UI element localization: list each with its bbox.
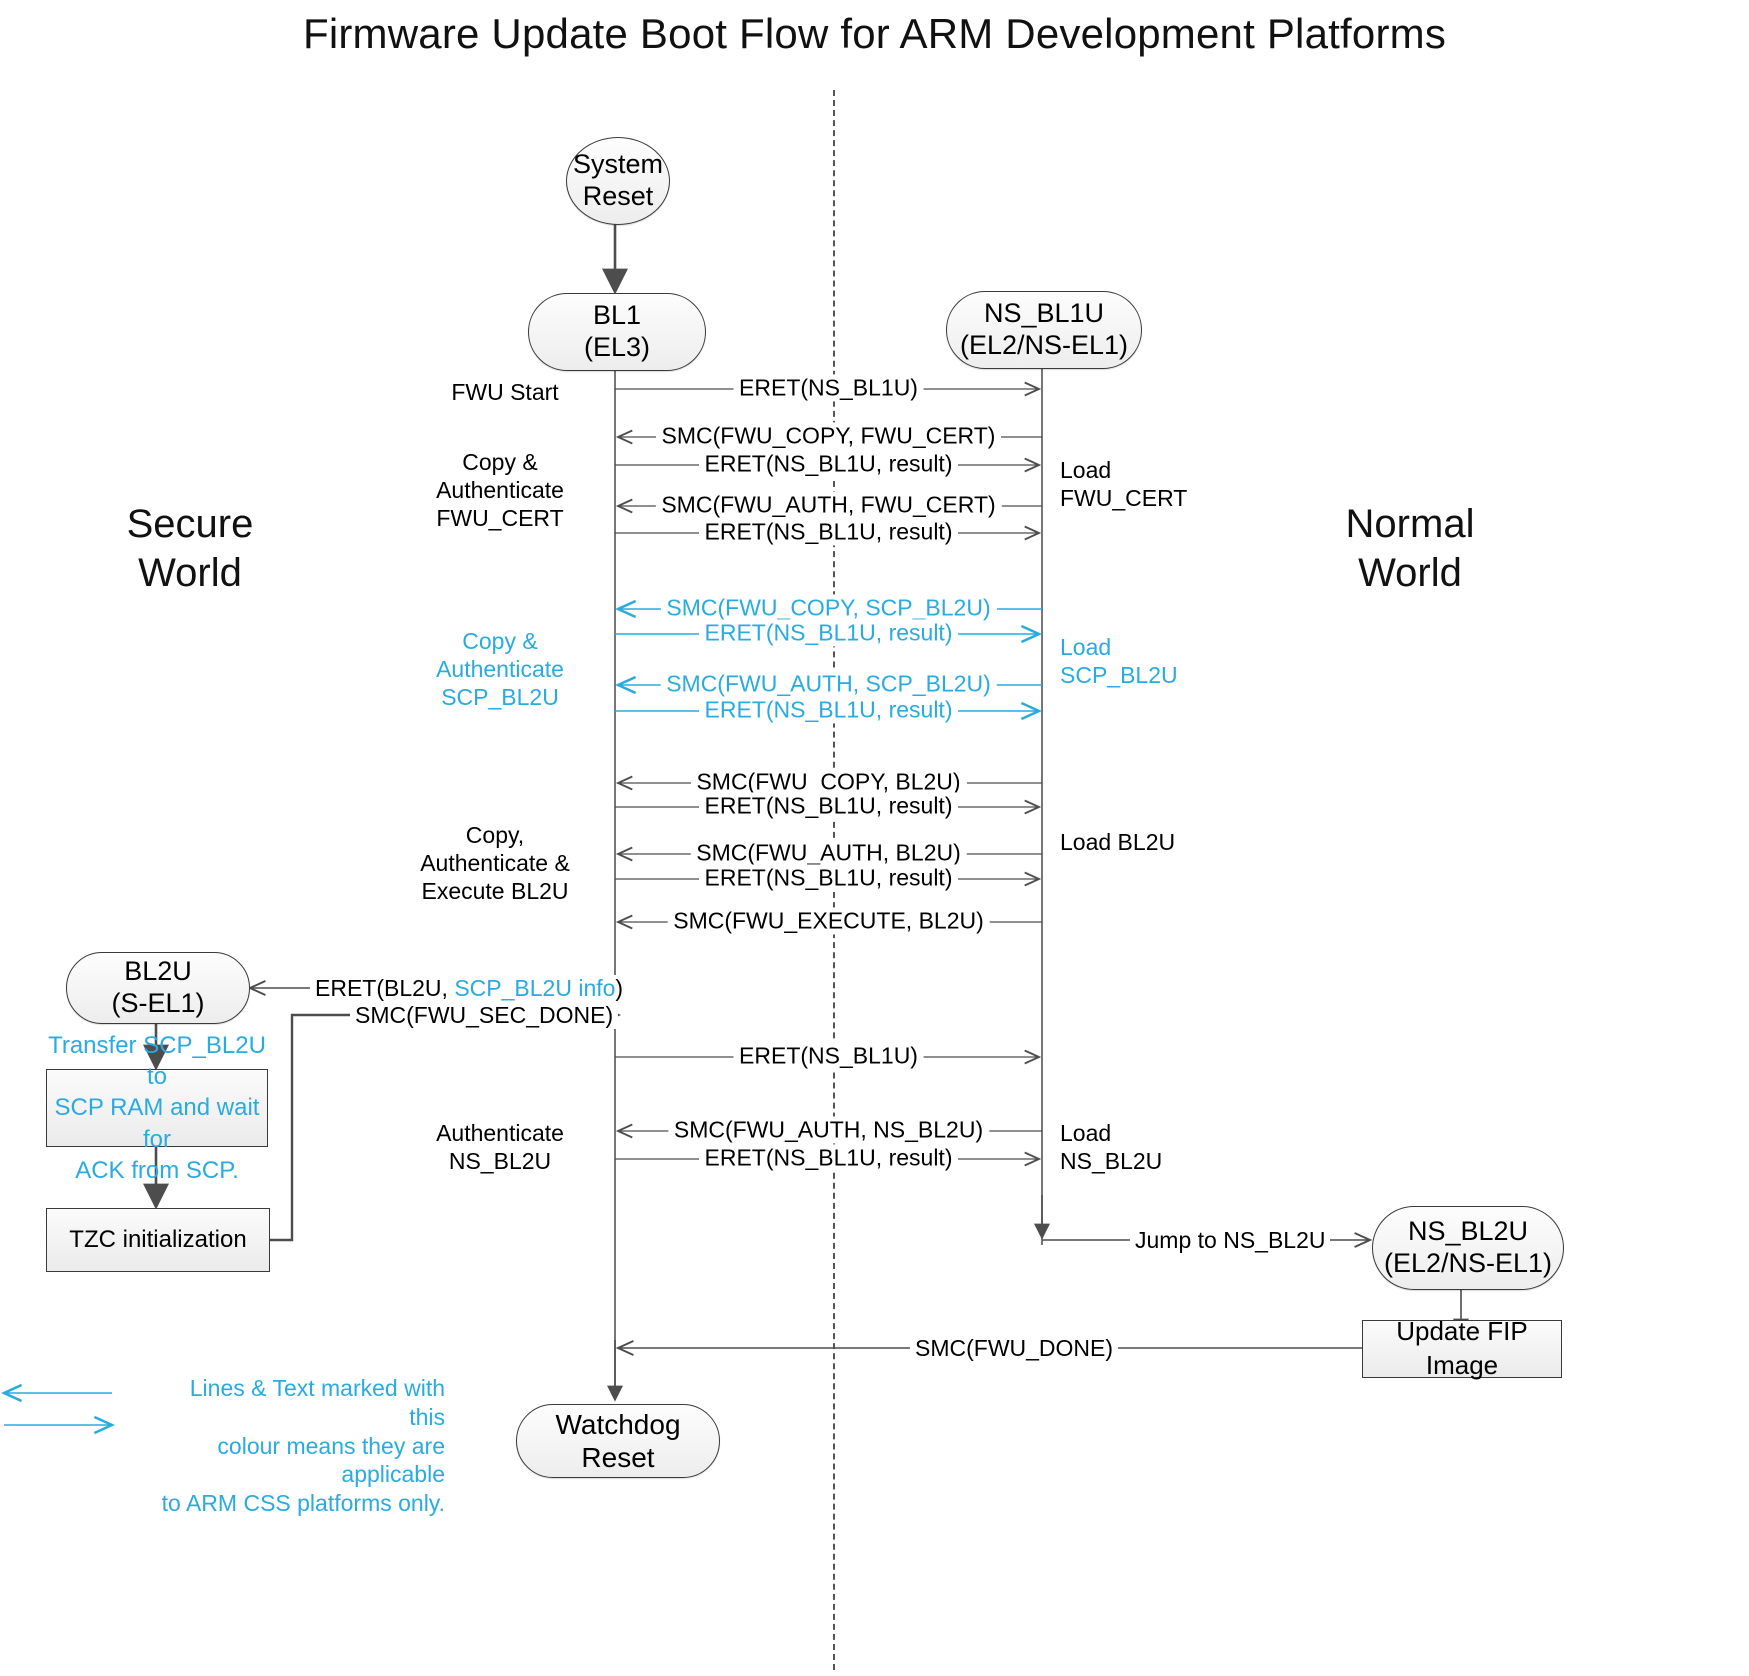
message-label-m9: ERET(NS_BL1U, result) [698, 696, 959, 724]
annotation-load-fwu-cert-l1: Load [1060, 457, 1112, 483]
secure-world-line1: Secure [126, 502, 254, 546]
message-label-m6: SMC(FWU_COPY, SCP_BL2U) [660, 594, 997, 622]
annotation-copy-auth-exec-l2: Authenticate & [420, 850, 570, 877]
legend-line1: Lines & Text marked with this [189, 1375, 445, 1430]
normal-world-line1: Normal [1345, 502, 1475, 546]
annotation-copy-auth-fwu-cert: Copy & Authenticate FWU_CERT [400, 448, 600, 532]
legend-note: Lines & Text marked with this colour mea… [150, 1374, 445, 1518]
label-eret-bl2u-suffix: ) [615, 975, 624, 1001]
annotation-copy-auth-scp-bl2u: Copy & Authenticate SCP_BL2U [400, 627, 600, 711]
node-bl1-line2: (EL3) [583, 332, 651, 362]
node-bl2u-line2: (S-EL1) [111, 988, 205, 1018]
node-ns-bl2u[interactable]: NS_BL2U (EL2/NS-EL1) [1372, 1206, 1564, 1290]
annotation-auth-nsbl2u-l2: NS_BL2U [448, 1148, 552, 1175]
message-label-m1: ERET(NS_BL1U) [733, 374, 924, 402]
node-bl2u-line1: BL2U [124, 956, 192, 987]
node-bl1-line1: BL1 [592, 300, 642, 331]
node-ns-bl2u-line2: (EL2/NS-EL1) [1383, 1248, 1553, 1278]
box-tzc-initialization[interactable]: TZC initialization [46, 1208, 270, 1272]
node-ns-bl1u-line2: (EL2/NS-EL1) [959, 330, 1129, 360]
message-label-m17: ERET(NS_BL1U, result) [698, 1144, 959, 1172]
node-ns-bl1u[interactable]: NS_BL1U (EL2/NS-EL1) [946, 291, 1142, 369]
annotation-copy-auth-cert-l3: FWU_CERT [436, 505, 564, 532]
label-smc-fwu-sec-done: SMC(FWU_SEC_DONE) [350, 1002, 619, 1029]
annotation-copy-auth-cert-l1: Copy & [462, 449, 538, 475]
node-system-reset-line2: Reset [582, 181, 654, 211]
message-label-m8: SMC(FWU_AUTH, SCP_BL2U) [660, 670, 997, 698]
message-label-m10: SMC(FWU_COPY, BL2U) [690, 768, 967, 796]
message-label-m16: SMC(FWU_AUTH, NS_BL2U) [667, 1116, 990, 1144]
legend-line3: to ARM CSS platforms only. [161, 1490, 445, 1516]
annotation-fwu-start-text: FWU Start [451, 379, 559, 405]
annotation-load-ns-bl2u: Load NS_BL2U [1060, 1119, 1250, 1175]
message-label-m4: SMC(FWU_AUTH, FWU_CERT) [655, 491, 1002, 519]
annotation-copy-auth-exec-l1: Copy, [465, 822, 525, 848]
annotation-copy-auth-scp-l1: Copy & [462, 628, 538, 654]
annotation-copy-auth-exec-bl2u: Copy, Authenticate & Execute BL2U [390, 821, 600, 905]
message-label-m13: ERET(NS_BL1U, result) [698, 864, 959, 892]
secure-world-line2: World [138, 550, 242, 595]
secure-world-label: Secure World [60, 500, 320, 598]
annotation-load-nsbl2u-l1: Load [1060, 1120, 1112, 1146]
message-label-m12: SMC(FWU_AUTH, BL2U) [690, 839, 967, 867]
annotation-load-fwu-cert-l2: FWU_CERT [1060, 485, 1188, 512]
node-bl2u[interactable]: BL2U (S-EL1) [66, 952, 250, 1024]
message-label-m5: ERET(NS_BL1U, result) [698, 518, 959, 546]
message-label-m2: SMC(FWU_COPY, FWU_CERT) [655, 422, 1002, 450]
message-label-m11: ERET(NS_BL1U, result) [698, 792, 959, 820]
message-label-m15: ERET(NS_BL1U) [733, 1042, 924, 1070]
box-transfer-line1: Transfer SCP_BL2U to [48, 1032, 266, 1091]
node-ns-bl1u-line1: NS_BL1U [983, 298, 1105, 329]
box-tzc-label: TZC initialization [69, 1226, 247, 1254]
annotation-load-fwu-cert: Load FWU_CERT [1060, 456, 1250, 512]
label-eret-bl2u-cyan: SCP_BL2U info [454, 975, 616, 1001]
annotation-fwu-start: FWU Start [410, 378, 600, 406]
box-update-fip-image[interactable]: Update FIP Image [1362, 1316, 1562, 1380]
node-system-reset[interactable]: System Reset [566, 137, 670, 225]
message-label-m7: ERET(NS_BL1U, result) [698, 619, 959, 647]
label-eret-bl2u: ERET(BL2U, SCP_BL2U info) [310, 975, 629, 1002]
annotation-copy-auth-cert-l2: Authenticate [436, 477, 564, 504]
annotation-load-scp-bl2u: Load SCP_BL2U [1060, 633, 1250, 689]
normal-world-line2: World [1358, 550, 1462, 595]
legend-line2: colour means they are applicable [217, 1432, 445, 1488]
node-system-reset-line1: System [572, 149, 664, 180]
node-ns-bl2u-line1: NS_BL2U [1407, 1216, 1529, 1247]
label-jump-to-ns-bl2u: Jump to NS_BL2U [1130, 1227, 1331, 1254]
annotation-load-nsbl2u-l2: NS_BL2U [1060, 1148, 1163, 1175]
node-watchdog-reset-label: Watchdog Reset [555, 1408, 681, 1473]
annotation-authenticate-ns-bl2u: Authenticate NS_BL2U [400, 1119, 600, 1175]
node-watchdog-reset[interactable]: Watchdog Reset [516, 1404, 720, 1478]
label-eret-bl2u-prefix: ERET(BL2U, [315, 975, 455, 1001]
annotation-auth-nsbl2u-l1: Authenticate [436, 1120, 564, 1146]
normal-world-label: Normal World [1280, 500, 1540, 598]
annotation-load-bl2u: Load BL2U [1060, 828, 1250, 856]
label-smc-fwu-done: SMC(FWU_DONE) [910, 1335, 1119, 1362]
box-transfer-line3: ACK from SCP. [75, 1156, 239, 1184]
annotation-load-scp-l1: Load [1060, 634, 1112, 660]
annotation-load-scp-l2: SCP_BL2U [1060, 662, 1178, 689]
annotation-copy-auth-scp-l3: SCP_BL2U [441, 684, 559, 711]
box-transfer-line2: SCP RAM and wait for [54, 1094, 260, 1153]
annotation-load-bl2u-text: Load BL2U [1060, 829, 1176, 855]
page-title: Firmware Update Boot Flow for ARM Develo… [302, 10, 1447, 57]
annotation-copy-auth-scp-l2: Authenticate [436, 656, 564, 683]
message-label-m3: ERET(NS_BL1U, result) [698, 450, 959, 478]
annotation-copy-auth-exec-l3: Execute BL2U [421, 878, 569, 905]
box-transfer-scp-bl2u[interactable]: Transfer SCP_BL2U to SCP RAM and wait fo… [46, 1032, 268, 1184]
node-bl1[interactable]: BL1 (EL3) [528, 293, 706, 371]
message-label-m14: SMC(FWU_EXECUTE, BL2U) [667, 907, 990, 935]
box-update-fip-label: Update FIP Image [1396, 1316, 1528, 1380]
